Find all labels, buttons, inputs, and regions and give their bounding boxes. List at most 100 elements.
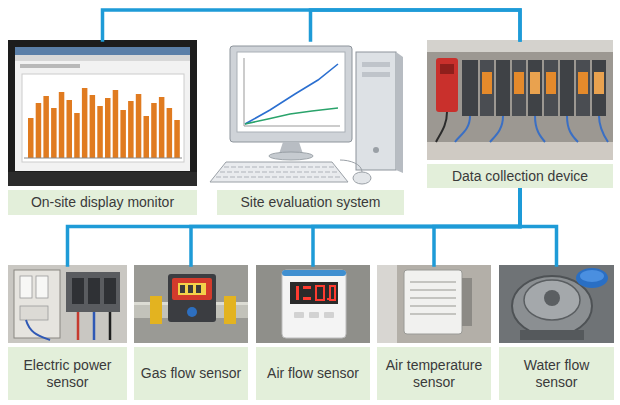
data-logger-photo-part xyxy=(535,116,545,142)
air-flow-sensor-photo xyxy=(256,265,370,343)
connector-line xyxy=(434,188,520,265)
device-tile: Air flow sensor xyxy=(256,265,370,400)
monitor-photo-part xyxy=(120,110,126,158)
air-temperature-sensor-photo-part xyxy=(404,270,462,334)
data-logger-photo xyxy=(427,40,613,160)
monitor-photo-part xyxy=(167,108,173,158)
data-logger-photo-part xyxy=(546,72,556,94)
water-flow-sensor-photo-part xyxy=(544,290,560,306)
air-temperature-sensor-photo-part xyxy=(462,278,472,326)
device-tile: On-site display monitor xyxy=(8,40,197,215)
computer-illustration-part xyxy=(237,52,345,132)
power-sensor-photo-part xyxy=(72,278,84,304)
gas-sensor-photo-part xyxy=(168,274,216,322)
data-logger-photo-part xyxy=(482,72,492,94)
computer-illustration-part xyxy=(356,52,396,170)
caption-box: Air temperature sensor xyxy=(377,347,491,400)
caption-text: Data collection device xyxy=(452,168,588,185)
air-temperature-sensor-photo-part xyxy=(377,265,397,343)
gas-sensor-photo-part xyxy=(180,285,185,293)
gas-sensor-photo-part xyxy=(187,307,197,317)
air-temperature-sensor-photo xyxy=(377,265,491,343)
computer-illustration-part xyxy=(244,58,245,126)
monitor-photo-part xyxy=(144,116,150,158)
air-flow-sensor-photo-part xyxy=(290,282,338,304)
photo-frame xyxy=(427,40,613,160)
caption-box: On-site display monitor xyxy=(8,190,197,215)
air-flow-sensor-photo-part xyxy=(303,286,311,289)
data-logger-photo-part xyxy=(599,116,608,142)
air-temperature-sensor-photo-part xyxy=(410,305,456,307)
data-logger-photo-part xyxy=(528,60,542,116)
power-sensor-photo-part xyxy=(88,278,100,304)
gas-sensor-photo-part xyxy=(172,278,212,300)
caption-text: Air temperature sensor xyxy=(381,357,487,391)
photo-frame xyxy=(8,40,197,186)
gas-sensor-photo-part xyxy=(188,285,193,293)
monitor-photo-part xyxy=(28,118,34,158)
caption-text: Site evaluation system xyxy=(240,194,380,211)
data-logger-photo-part xyxy=(427,40,613,52)
air-flow-sensor-photo-part xyxy=(282,270,346,276)
computer-illustration-part xyxy=(353,172,371,184)
connector-line xyxy=(191,188,520,265)
gas-sensor-photo-part xyxy=(150,296,162,324)
monitor-photo-part xyxy=(113,90,119,158)
monitor-photo-part xyxy=(15,47,190,171)
power-sensor-photo-part xyxy=(14,270,60,338)
connector-group xyxy=(68,10,557,265)
monitor-photo-part xyxy=(59,92,65,158)
monitor-photo-part xyxy=(8,40,197,186)
caption-text: Air flow sensor xyxy=(267,365,359,382)
caption-box: Site evaluation system xyxy=(217,190,404,215)
power-sensor-photo-part xyxy=(93,312,96,340)
data-logger-photo-part xyxy=(567,116,578,142)
data-logger-photo-part xyxy=(514,72,524,94)
data-logger-photo-part xyxy=(462,60,478,116)
gas-sensor-photo-part xyxy=(196,285,201,293)
data-logger-photo-part xyxy=(576,60,590,116)
gas-sensor-photo-part xyxy=(134,265,248,343)
caption-box: Air flow sensor xyxy=(256,347,370,400)
device-tile: Site evaluation system xyxy=(217,40,404,215)
data-logger-photo-part xyxy=(427,142,613,160)
data-logger-photo-part xyxy=(512,60,526,116)
water-flow-sensor-photo-part xyxy=(524,280,580,320)
computer-illustration xyxy=(210,46,403,184)
computer-illustration-part xyxy=(210,162,348,182)
power-sensor-photo-part xyxy=(20,306,48,320)
data-logger-photo-part xyxy=(560,60,574,116)
computer-illustration-part xyxy=(230,46,352,142)
monitor-photo-part xyxy=(174,120,180,158)
power-sensor-photo-part xyxy=(8,265,127,343)
power-sensor-photo-part xyxy=(26,320,50,340)
device-tile: Data collection device xyxy=(427,40,613,188)
monitor-photo-part xyxy=(128,101,134,158)
computer-illustration-part xyxy=(269,152,313,160)
monitor-photo-part xyxy=(15,55,190,61)
water-flow-sensor-photo-part xyxy=(580,270,604,282)
air-flow-sensor-photo-part xyxy=(324,312,334,318)
computer-illustration-part xyxy=(245,108,338,124)
data-logger-photo-part xyxy=(490,116,503,142)
water-flow-sensor-photo-part xyxy=(499,265,614,343)
data-logger-photo-part xyxy=(480,60,494,116)
air-flow-sensor-photo-part xyxy=(294,312,304,318)
data-logger-photo-part xyxy=(440,64,454,74)
computer-illustration-part xyxy=(373,147,379,153)
air-temperature-sensor-photo-part xyxy=(410,289,456,291)
photo-frame xyxy=(217,40,404,186)
device-tile: Gas flow sensor xyxy=(134,265,248,400)
caption-text: Electric power sensor xyxy=(12,357,123,391)
monitor-photo-part xyxy=(82,88,88,158)
caption-text: On-site display monitor xyxy=(31,194,174,211)
monitor-photo-part xyxy=(136,94,142,158)
air-flow-sensor-photo-part xyxy=(309,312,319,318)
data-logger-photo-part xyxy=(578,72,588,94)
data-logger-photo-part xyxy=(427,40,613,160)
monitor-photo-part xyxy=(43,96,49,158)
computer-illustration-part xyxy=(220,171,338,173)
power-sensor-photo-part xyxy=(109,312,112,340)
power-sensor-photo-part xyxy=(66,272,120,312)
